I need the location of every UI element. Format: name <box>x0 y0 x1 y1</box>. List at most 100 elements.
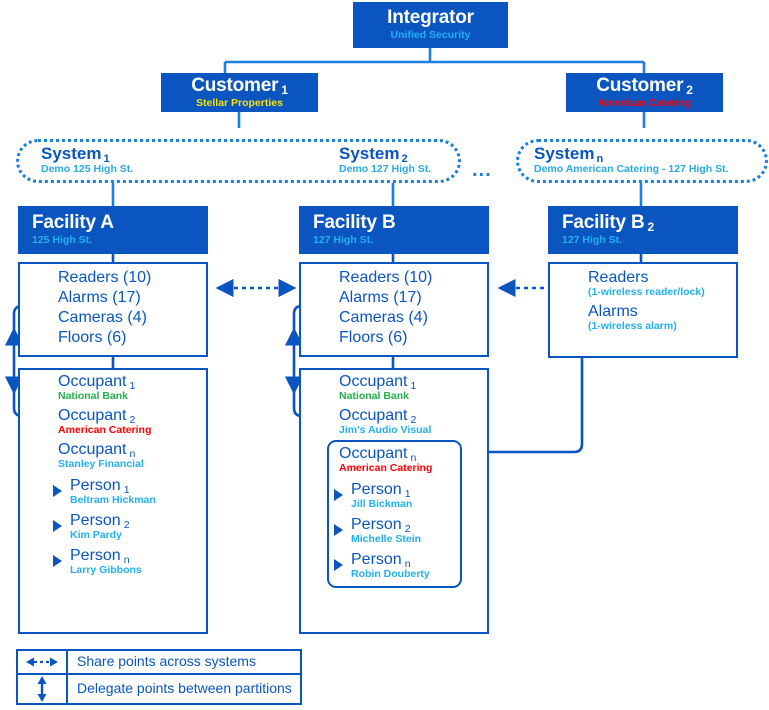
system-1-title: System <box>41 144 102 163</box>
facility-b-subtitle: 127 High St. <box>313 234 374 247</box>
panel-facility-a-devices: Readers (10) Alarms (17) Cameras (4) Flo… <box>18 262 208 357</box>
facility-a-person-0-name: Beltram Hickman <box>70 494 156 506</box>
double-arrow-dotted-horizontal-icon <box>18 651 68 673</box>
facility-b2-device-1-detail: (1-wireless alarm) <box>588 320 677 332</box>
facility-a-person-2-name: Larry Gibbons <box>70 564 142 576</box>
facility-a-occupant-0-label: Occupant <box>58 373 127 390</box>
facility-b-person-1-label: Person <box>351 516 402 533</box>
facility-b2-subscript: 2 <box>647 220 654 235</box>
panel-facility-b-devices: Readers (10) Alarms (17) Cameras (4) Flo… <box>299 262 489 357</box>
customer-2-index: 2 <box>686 82 693 97</box>
panel-facility-b2-devices: Readers (1-wireless reader/lock) Alarms … <box>548 262 738 358</box>
facility-a-occupant-2-index: n <box>129 448 136 460</box>
facility-b-person-0-index: 1 <box>404 488 411 500</box>
facility-b-person-0-name: Jill Bickman <box>351 498 413 510</box>
facility-b-person-2-label: Person <box>351 551 402 568</box>
system-capsule-stellar <box>16 139 461 183</box>
facility-a-device-0: Readers (10) <box>58 269 152 286</box>
triangle-right-icon <box>53 520 62 532</box>
facility-b-person-1-name: Michelle Stein <box>351 533 422 545</box>
facility-b-title: Facility B <box>313 212 396 234</box>
systems-ellipsis: ... <box>472 159 492 181</box>
customer-1-title: Customer <box>191 74 279 96</box>
facility-b2-title: Facility B <box>562 212 645 234</box>
facility-b-occupant-2-label: Occupant <box>339 445 408 462</box>
system-1-subtitle: Demo 125 High St. <box>41 163 134 175</box>
system-n-subtitle: Demo American Catering - 127 High St. <box>534 163 729 175</box>
facility-a-occupant-1-label: Occupant <box>58 407 127 424</box>
facility-a-occupant-0-name: National Bank <box>58 390 129 402</box>
facility-b-occupant-2-name: American Catering <box>339 462 433 474</box>
device-row[interactable]: Cameras (4) <box>339 310 428 326</box>
facility-b-person-2-name: Robin Douberty <box>351 568 430 580</box>
device-row[interactable]: Cameras (4) <box>58 310 147 326</box>
facility-b-occupant-0-label: Occupant <box>339 373 408 390</box>
facility-b-occupant-1-index: 2 <box>410 414 417 426</box>
facility-b-device-0: Readers (10) <box>339 269 433 286</box>
legend: Share points across systems Delegate poi… <box>16 649 302 705</box>
facility-b-device-2: Cameras (4) <box>339 309 428 326</box>
triangle-right-icon <box>334 524 343 536</box>
customer-1-subtitle: Stellar Properties <box>196 96 283 109</box>
node-facility-b-header[interactable]: Facility B 127 High St. <box>299 206 489 254</box>
facility-b-occupant-0-name: National Bank <box>339 390 410 402</box>
facility-a-device-3: Floors (6) <box>58 329 127 346</box>
legend-row-share: Share points across systems <box>18 651 300 673</box>
device-row[interactable]: Alarms (1-wireless alarm) <box>588 304 677 333</box>
integrator-subtitle: Unified Security <box>390 29 471 42</box>
system-1-index: 1 <box>103 153 110 165</box>
node-integrator[interactable]: Integrator Unified Security <box>353 2 508 48</box>
device-row[interactable]: Readers (1-wireless reader/lock) <box>588 270 705 299</box>
triangle-right-icon <box>53 485 62 497</box>
facility-b-person-2-index: n <box>404 558 411 570</box>
facility-b-device-1: Alarms (17) <box>339 289 422 306</box>
facility-a-title: Facility A <box>32 212 114 234</box>
customer-2-subtitle: American Catering <box>597 96 692 109</box>
facility-a-person-2-index: n <box>123 554 130 566</box>
facility-a-device-2: Cameras (4) <box>58 309 147 326</box>
facility-a-occupant-1-index: 2 <box>129 414 136 426</box>
device-row[interactable]: Floors (6) <box>339 330 407 346</box>
legend-text-share: Share points across systems <box>77 653 256 670</box>
customer-1-index: 1 <box>281 82 288 97</box>
facility-a-person-2-label: Person <box>70 547 121 564</box>
device-row[interactable]: Readers (10) <box>339 270 432 286</box>
device-row[interactable]: Floors (6) <box>58 330 126 346</box>
system-2-index: 2 <box>401 153 408 165</box>
facility-b-person-0-label: Person <box>351 481 402 498</box>
facility-b2-device-0: Readers <box>588 269 649 286</box>
facility-a-occupant-1-name: American Catering <box>58 424 152 436</box>
facility-b-occupant-2-index: n <box>410 452 417 464</box>
facility-b-occupant-0-index: 1 <box>410 380 417 392</box>
device-row[interactable]: Alarms (17) <box>58 290 141 306</box>
device-row[interactable]: Alarms (17) <box>339 290 422 306</box>
facility-b2-subtitle: 127 High St. <box>562 234 623 247</box>
node-facility-a-header[interactable]: Facility A 125 High St. <box>18 206 208 254</box>
integrator-title: Integrator <box>387 7 474 29</box>
facility-b2-device-1: Alarms <box>588 303 638 320</box>
facility-a-occupant-2-label: Occupant <box>58 441 127 458</box>
device-row[interactable]: Readers (10) <box>58 270 151 286</box>
triangle-right-icon <box>53 555 62 567</box>
